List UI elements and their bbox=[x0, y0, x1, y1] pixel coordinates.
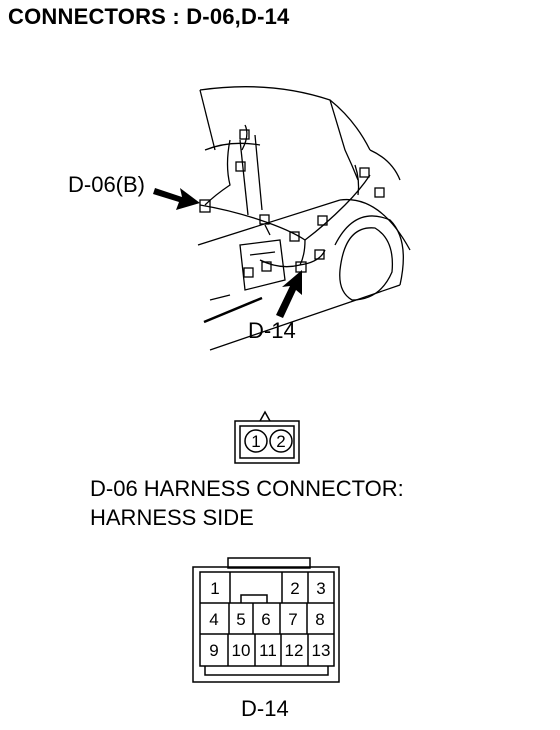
d14-pin-label: 13 bbox=[312, 641, 331, 660]
d14-pin-label: 12 bbox=[285, 641, 304, 660]
d06-caption-line1: D-06 HARNESS CONNECTOR: bbox=[90, 476, 404, 501]
page-title: CONNECTORS : D-06,D-14 bbox=[8, 4, 290, 29]
d06-caption-line2: HARNESS SIDE bbox=[90, 505, 254, 530]
d14-pin-label: 7 bbox=[288, 610, 297, 629]
d06-callout-label: D-06(B) bbox=[68, 172, 146, 197]
d14-pin-label: 5 bbox=[236, 610, 245, 629]
d14-pin-label: 8 bbox=[315, 610, 324, 629]
d14-pin-label: 3 bbox=[316, 579, 325, 598]
d14-caption: D-14 bbox=[241, 696, 289, 721]
d14-pin-label: 2 bbox=[290, 579, 299, 598]
d06-pin-label: 1 bbox=[251, 432, 260, 451]
d06-pin-label: 2 bbox=[276, 432, 285, 451]
d14-pin-label: 4 bbox=[209, 610, 218, 629]
d14-callout-label: D-14 bbox=[248, 318, 296, 343]
d14-pin-label: 10 bbox=[232, 641, 251, 660]
d14-pin-label: 9 bbox=[209, 641, 218, 660]
d14-pin-label: 11 bbox=[259, 641, 277, 660]
d14-pin-label: 6 bbox=[261, 610, 270, 629]
d14-pin-label: 1 bbox=[210, 579, 219, 598]
